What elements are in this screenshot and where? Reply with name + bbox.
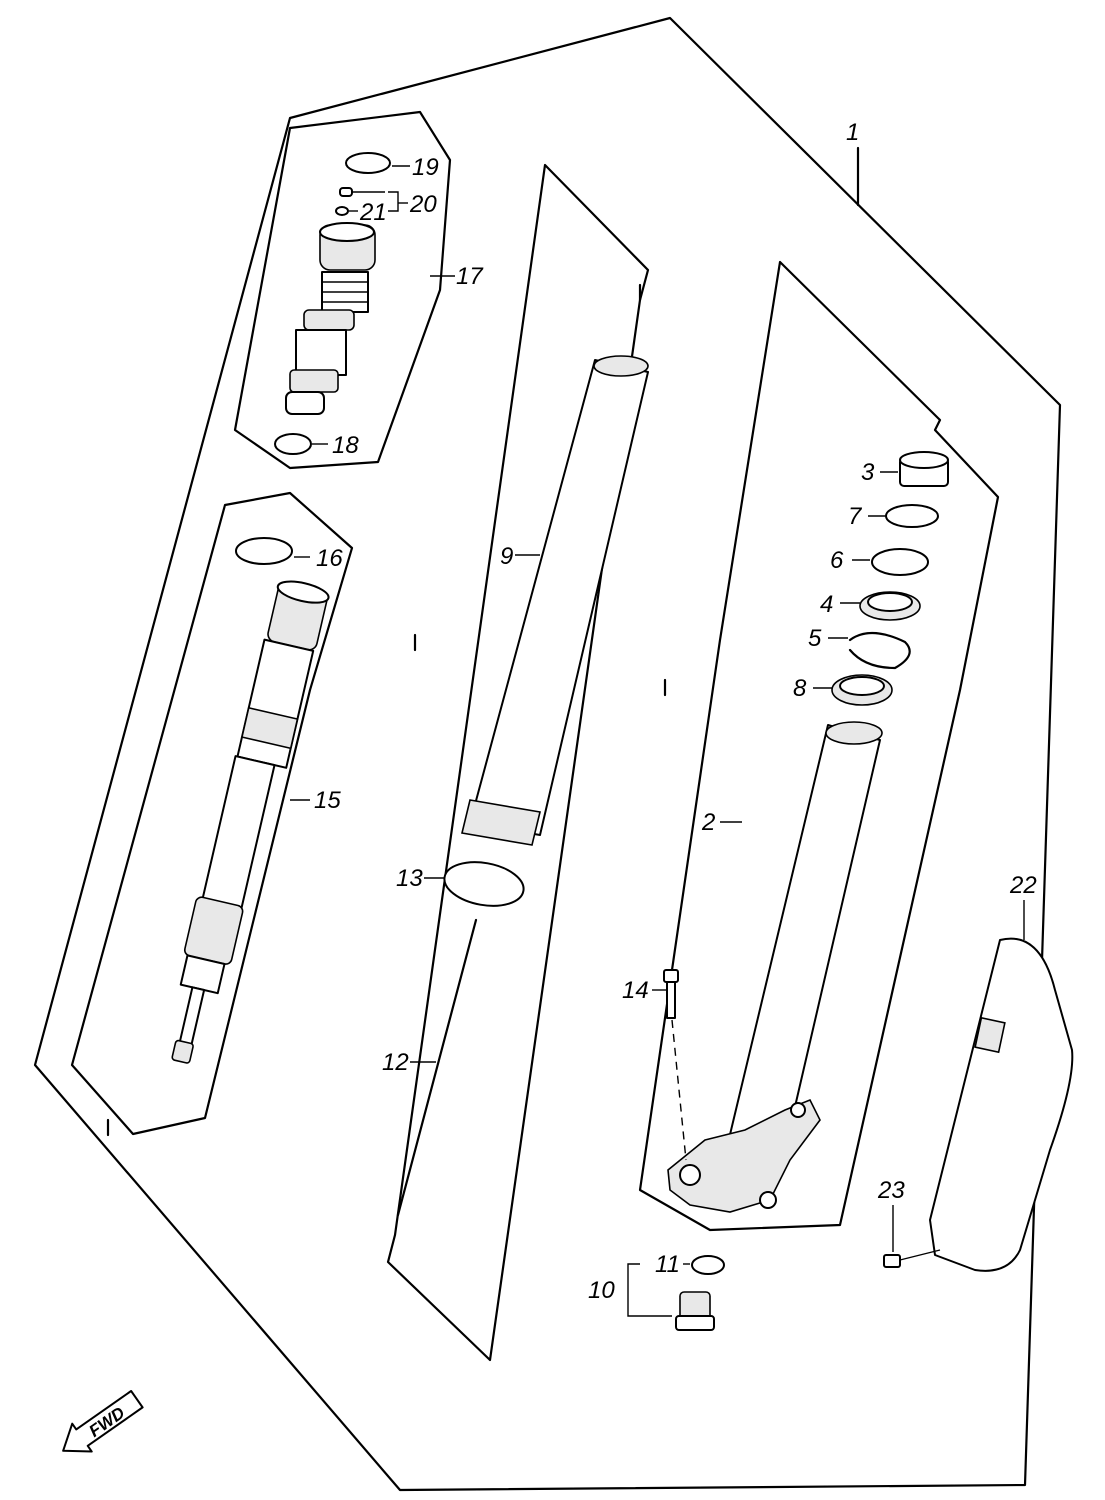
callout-18: 18 [332,432,359,459]
cartridge-assembly [285,222,376,415]
cartridge-group-outline [233,110,452,470]
assembly-outline [33,16,1062,1492]
callout-3: 3 [861,459,875,486]
stopper-ring-5 [848,631,911,670]
callout-22: 22 [1009,872,1037,899]
oil-seal-4 [859,591,921,621]
forward-arrow-icon: FWD [62,1389,144,1453]
callout-23: 23 [877,1177,905,1204]
inner-tube-assembly [171,580,330,1064]
callout-11: 11 [655,1251,680,1278]
callout-7: 7 [848,503,863,530]
o-ring-13 [443,861,525,907]
callout-19: 19 [412,154,439,181]
callout-21: 21 [359,199,387,226]
callout-15: 15 [314,787,341,814]
callout-16: 16 [316,545,343,572]
rod-12 [396,918,478,1217]
callout-1: 1 [846,119,859,146]
screw-20 [339,187,385,197]
washer-21 [335,206,349,216]
fork-guard-22 [929,937,1074,1272]
bottom-case-group-outline [638,260,1000,1232]
bolt-14 [663,969,687,1161]
callout-6: 6 [830,547,844,574]
o-ring-19 [345,152,391,174]
o-ring-18 [274,433,312,455]
callout-5: 5 [808,625,822,652]
screw-23 [883,1249,941,1268]
callout-20: 20 [409,191,437,218]
callout-9: 9 [500,543,513,570]
callout-8: 8 [793,675,807,702]
outer-tube-group-outline [386,163,650,1362]
callout-10: 10 [588,1277,615,1304]
callout-14: 14 [622,977,649,1004]
washer-6 [871,548,929,576]
callout-17: 17 [456,263,484,290]
bushing-7 [885,504,939,528]
callout-13: 13 [396,865,423,892]
dust-seal-8 [831,674,893,706]
o-ring-16 [235,537,293,565]
outer-tube-bottom-case-2 [667,721,883,1213]
inner-tube-group-outline [70,491,354,1136]
callout-4: 4 [820,591,833,618]
callout-2: 2 [701,809,715,836]
bolt-10 [675,1291,715,1331]
outer-tube-9 [461,355,649,846]
callout-12: 12 [382,1049,409,1076]
washer-11 [691,1255,725,1275]
bushing-3 [899,451,949,487]
